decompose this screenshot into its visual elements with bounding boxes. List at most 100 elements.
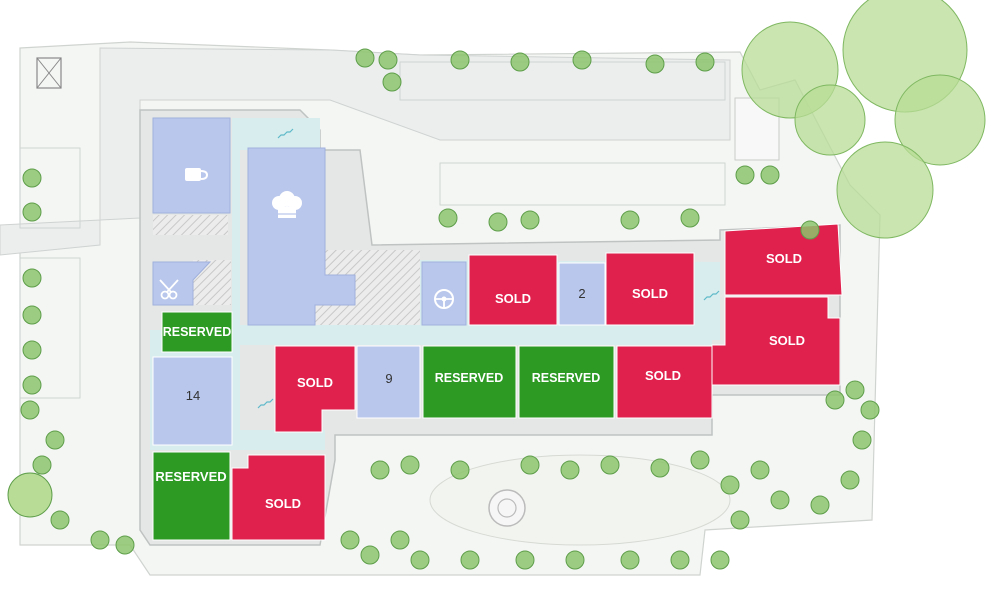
salon-room[interactable] bbox=[152, 261, 212, 306]
unit-shape bbox=[605, 252, 695, 326]
tree bbox=[20, 400, 40, 420]
tree bbox=[488, 212, 508, 232]
tree bbox=[390, 530, 410, 550]
tree bbox=[340, 530, 360, 550]
unit-shape bbox=[422, 345, 517, 419]
unit-top-right-b[interactable]: SOLD bbox=[711, 296, 841, 386]
tree bbox=[750, 460, 770, 480]
unit-shape bbox=[152, 356, 233, 446]
tree-canopy bbox=[836, 141, 934, 239]
unit-label: SOLD bbox=[769, 333, 805, 348]
unit-top-row-3[interactable]: SOLD bbox=[605, 252, 695, 326]
parking-bays bbox=[19, 61, 726, 399]
unit-shape bbox=[724, 223, 843, 296]
tree bbox=[22, 202, 42, 222]
tree bbox=[860, 400, 880, 420]
tree bbox=[515, 550, 535, 570]
unit-top-row-2[interactable]: 2 bbox=[558, 262, 606, 326]
tree bbox=[22, 305, 42, 325]
unit-mid-row-3[interactable]: RESERVED bbox=[422, 345, 517, 419]
tree bbox=[735, 165, 755, 185]
tree bbox=[450, 460, 470, 480]
unit-label: SOLD bbox=[265, 496, 301, 511]
unit-number: 9 bbox=[385, 371, 392, 386]
tree bbox=[710, 550, 730, 570]
tree bbox=[695, 52, 715, 72]
steering-wheel-icon bbox=[434, 289, 454, 309]
unit-left-14[interactable]: 14 bbox=[152, 356, 233, 446]
tree bbox=[410, 550, 430, 570]
tree bbox=[852, 430, 872, 450]
unit-bottom-reserved[interactable]: RESERVED bbox=[152, 451, 231, 541]
landscaping-trees bbox=[7, 0, 986, 570]
tree bbox=[50, 510, 70, 530]
unit-mid-row-4[interactable]: RESERVED bbox=[518, 345, 615, 419]
tree bbox=[378, 50, 398, 70]
lift-room[interactable] bbox=[421, 261, 467, 326]
tree-canopy bbox=[894, 74, 986, 166]
tree bbox=[730, 510, 750, 530]
kitchen-room[interactable] bbox=[247, 147, 356, 326]
scissors-icon bbox=[159, 279, 179, 300]
tree-canopy bbox=[794, 84, 866, 156]
amenities bbox=[152, 117, 720, 409]
tree bbox=[510, 52, 530, 72]
unit-mid-row-2[interactable]: 9 bbox=[356, 345, 421, 419]
tree bbox=[760, 165, 780, 185]
tree bbox=[400, 455, 420, 475]
tree bbox=[825, 390, 845, 410]
cafe-room[interactable] bbox=[152, 117, 231, 214]
unit-label: RESERVED bbox=[163, 325, 232, 339]
tree bbox=[620, 210, 640, 230]
unit-top-row-1[interactable]: SOLD bbox=[468, 254, 558, 326]
unit-label: SOLD bbox=[766, 251, 802, 266]
unit-shape bbox=[468, 254, 558, 326]
unit-bottom-sold[interactable]: SOLD bbox=[231, 454, 326, 541]
tree bbox=[22, 340, 42, 360]
site-entrance-box bbox=[36, 57, 62, 89]
unit-shape bbox=[231, 454, 326, 541]
tree bbox=[690, 450, 710, 470]
tree bbox=[572, 50, 592, 70]
unit-shape bbox=[711, 296, 841, 386]
unit-label: SOLD bbox=[297, 375, 333, 390]
tree bbox=[645, 54, 665, 74]
unit-mid-row-5[interactable]: SOLD bbox=[616, 345, 713, 419]
unit-label: RESERVED bbox=[435, 371, 504, 385]
unit-mid-row-1[interactable]: SOLD bbox=[274, 345, 356, 433]
unit-label: RESERVED bbox=[532, 371, 601, 385]
tree bbox=[770, 490, 790, 510]
tree bbox=[520, 455, 540, 475]
tree bbox=[650, 458, 670, 478]
tree bbox=[115, 535, 135, 555]
unit-number: 2 bbox=[578, 286, 585, 301]
unit-left-reserved[interactable]: RESERVED bbox=[161, 311, 233, 353]
fountain bbox=[488, 489, 526, 527]
tree bbox=[438, 208, 458, 228]
units: SOLD SOLD SOLD 2 SOLD SOLD 9 bbox=[152, 223, 843, 541]
unit-shape bbox=[152, 451, 231, 541]
tree bbox=[800, 220, 820, 240]
unit-shape bbox=[356, 345, 421, 419]
tree bbox=[810, 495, 830, 515]
unit-top-right-a[interactable]: SOLD bbox=[724, 223, 843, 296]
tree bbox=[840, 470, 860, 490]
tree bbox=[22, 375, 42, 395]
tree bbox=[22, 268, 42, 288]
unit-shape bbox=[616, 345, 713, 419]
tree bbox=[7, 472, 53, 518]
unit-shape bbox=[518, 345, 615, 419]
tree bbox=[520, 210, 540, 230]
tree bbox=[560, 460, 580, 480]
tree bbox=[670, 550, 690, 570]
coffee-cup-icon bbox=[185, 168, 209, 181]
stairs-icon bbox=[257, 128, 720, 409]
chef-hat-icon bbox=[272, 191, 302, 218]
tree bbox=[382, 72, 402, 92]
tree bbox=[22, 168, 42, 188]
tree bbox=[32, 455, 52, 475]
tree bbox=[845, 380, 865, 400]
unit-label: SOLD bbox=[495, 291, 531, 306]
tree bbox=[450, 50, 470, 70]
